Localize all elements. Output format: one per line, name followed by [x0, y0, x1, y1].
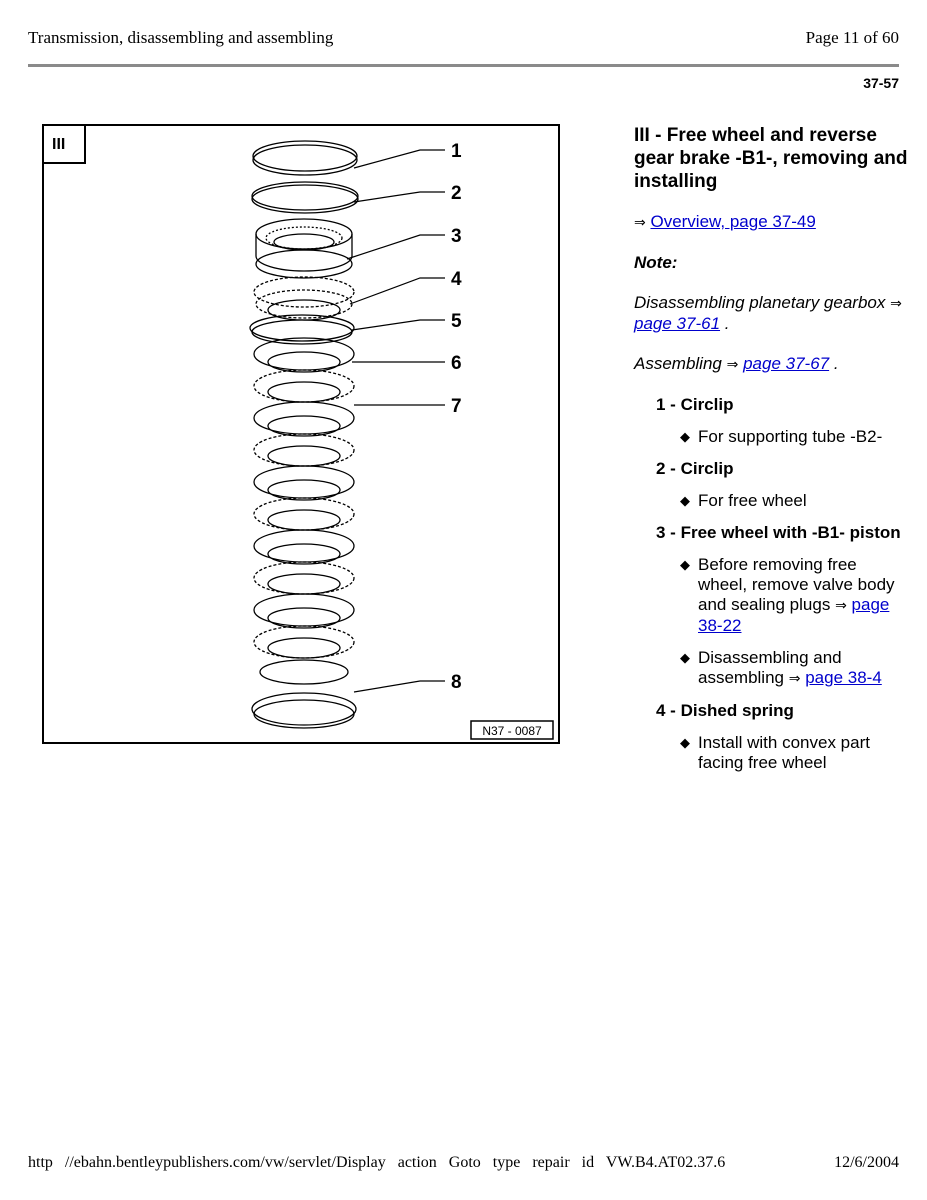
page-indicator: Page 11 of 60: [805, 28, 899, 47]
figure-reference: N37 - 0087: [482, 724, 542, 738]
callout-2: 2: [451, 183, 462, 204]
arrow-icon: ⇒: [726, 357, 739, 373]
note-disassembling: Disassembling planetary gearbox ⇒ page 3…: [634, 293, 902, 333]
parts-item-2: 2 - Circlip ◆For free wheel: [656, 459, 909, 511]
parts-item-4: 4 - Dished spring ◆Install with convex p…: [656, 701, 909, 773]
note-assembling: Assembling ⇒ page 37-67 .: [634, 354, 839, 373]
clutch-plate-stack: [253, 337, 355, 685]
circlip-2: [251, 181, 359, 211]
circlip-1: [252, 140, 358, 172]
diamond-bullet-icon: ◆: [680, 429, 690, 444]
callout-8: 8: [451, 672, 462, 693]
ring-5: [249, 314, 355, 342]
arrow-icon: ⇒: [835, 598, 847, 614]
diamond-bullet-icon: ◆: [680, 650, 690, 665]
callout-4: 4: [451, 269, 462, 290]
item-title: Circlip: [680, 459, 734, 478]
procedure-text: III - Free wheel and reverse gear brake …: [634, 124, 909, 785]
section-number: 37-57: [863, 75, 899, 91]
parts-item-1: 1 - Circlip ◆For supporting tube -B2-: [656, 395, 909, 447]
callout-3: 3: [451, 226, 462, 247]
callout-leaders: [346, 149, 445, 693]
diamond-bullet-icon: ◆: [680, 557, 690, 572]
item-title: Free wheel with -B1- piston: [680, 523, 901, 542]
page-38-4-link[interactable]: page 38-4: [805, 668, 882, 687]
diamond-bullet-icon: ◆: [680, 735, 690, 750]
document-title: Transmission, disassembling and assembli…: [28, 28, 334, 47]
section-heading: III - Free wheel and reverse gear brake …: [634, 125, 908, 192]
item-title: Circlip: [680, 395, 734, 414]
arrow-icon: ⇒: [788, 671, 801, 687]
ring-8: [251, 692, 357, 726]
callout-5: 5: [451, 311, 462, 332]
page-38-22-link[interactable]: page 38-22: [698, 595, 890, 635]
disassembling-link[interactable]: page 37-61: [634, 314, 721, 333]
exploded-view-illustration: III N37 - 0087: [42, 124, 560, 744]
assembling-link[interactable]: page 37-67: [743, 354, 830, 373]
overview-link[interactable]: Overview, page 37-49: [650, 212, 816, 231]
figure-label: III: [52, 136, 65, 153]
callout-6: 6: [451, 353, 462, 374]
arrow-icon: ⇒: [890, 296, 902, 312]
callout-1: 1: [451, 141, 462, 162]
note-label: Note:: [634, 253, 678, 272]
footer-date: 12/6/2004: [834, 1154, 899, 1171]
item-title: Dished spring: [680, 701, 794, 720]
footer-url: http //ebahn.bentleypublishers.com/vw/se…: [28, 1154, 726, 1171]
arrow-icon: ⇒: [634, 215, 646, 231]
free-wheel-assembly: [255, 218, 353, 279]
header-divider: [28, 64, 899, 67]
callout-7: 7: [451, 396, 462, 417]
diamond-bullet-icon: ◆: [680, 493, 690, 508]
overview-line: ⇒ Overview, page 37-49: [634, 212, 909, 233]
parts-item-3: 3 - Free wheel with -B1- piston ◆Before …: [656, 523, 909, 689]
